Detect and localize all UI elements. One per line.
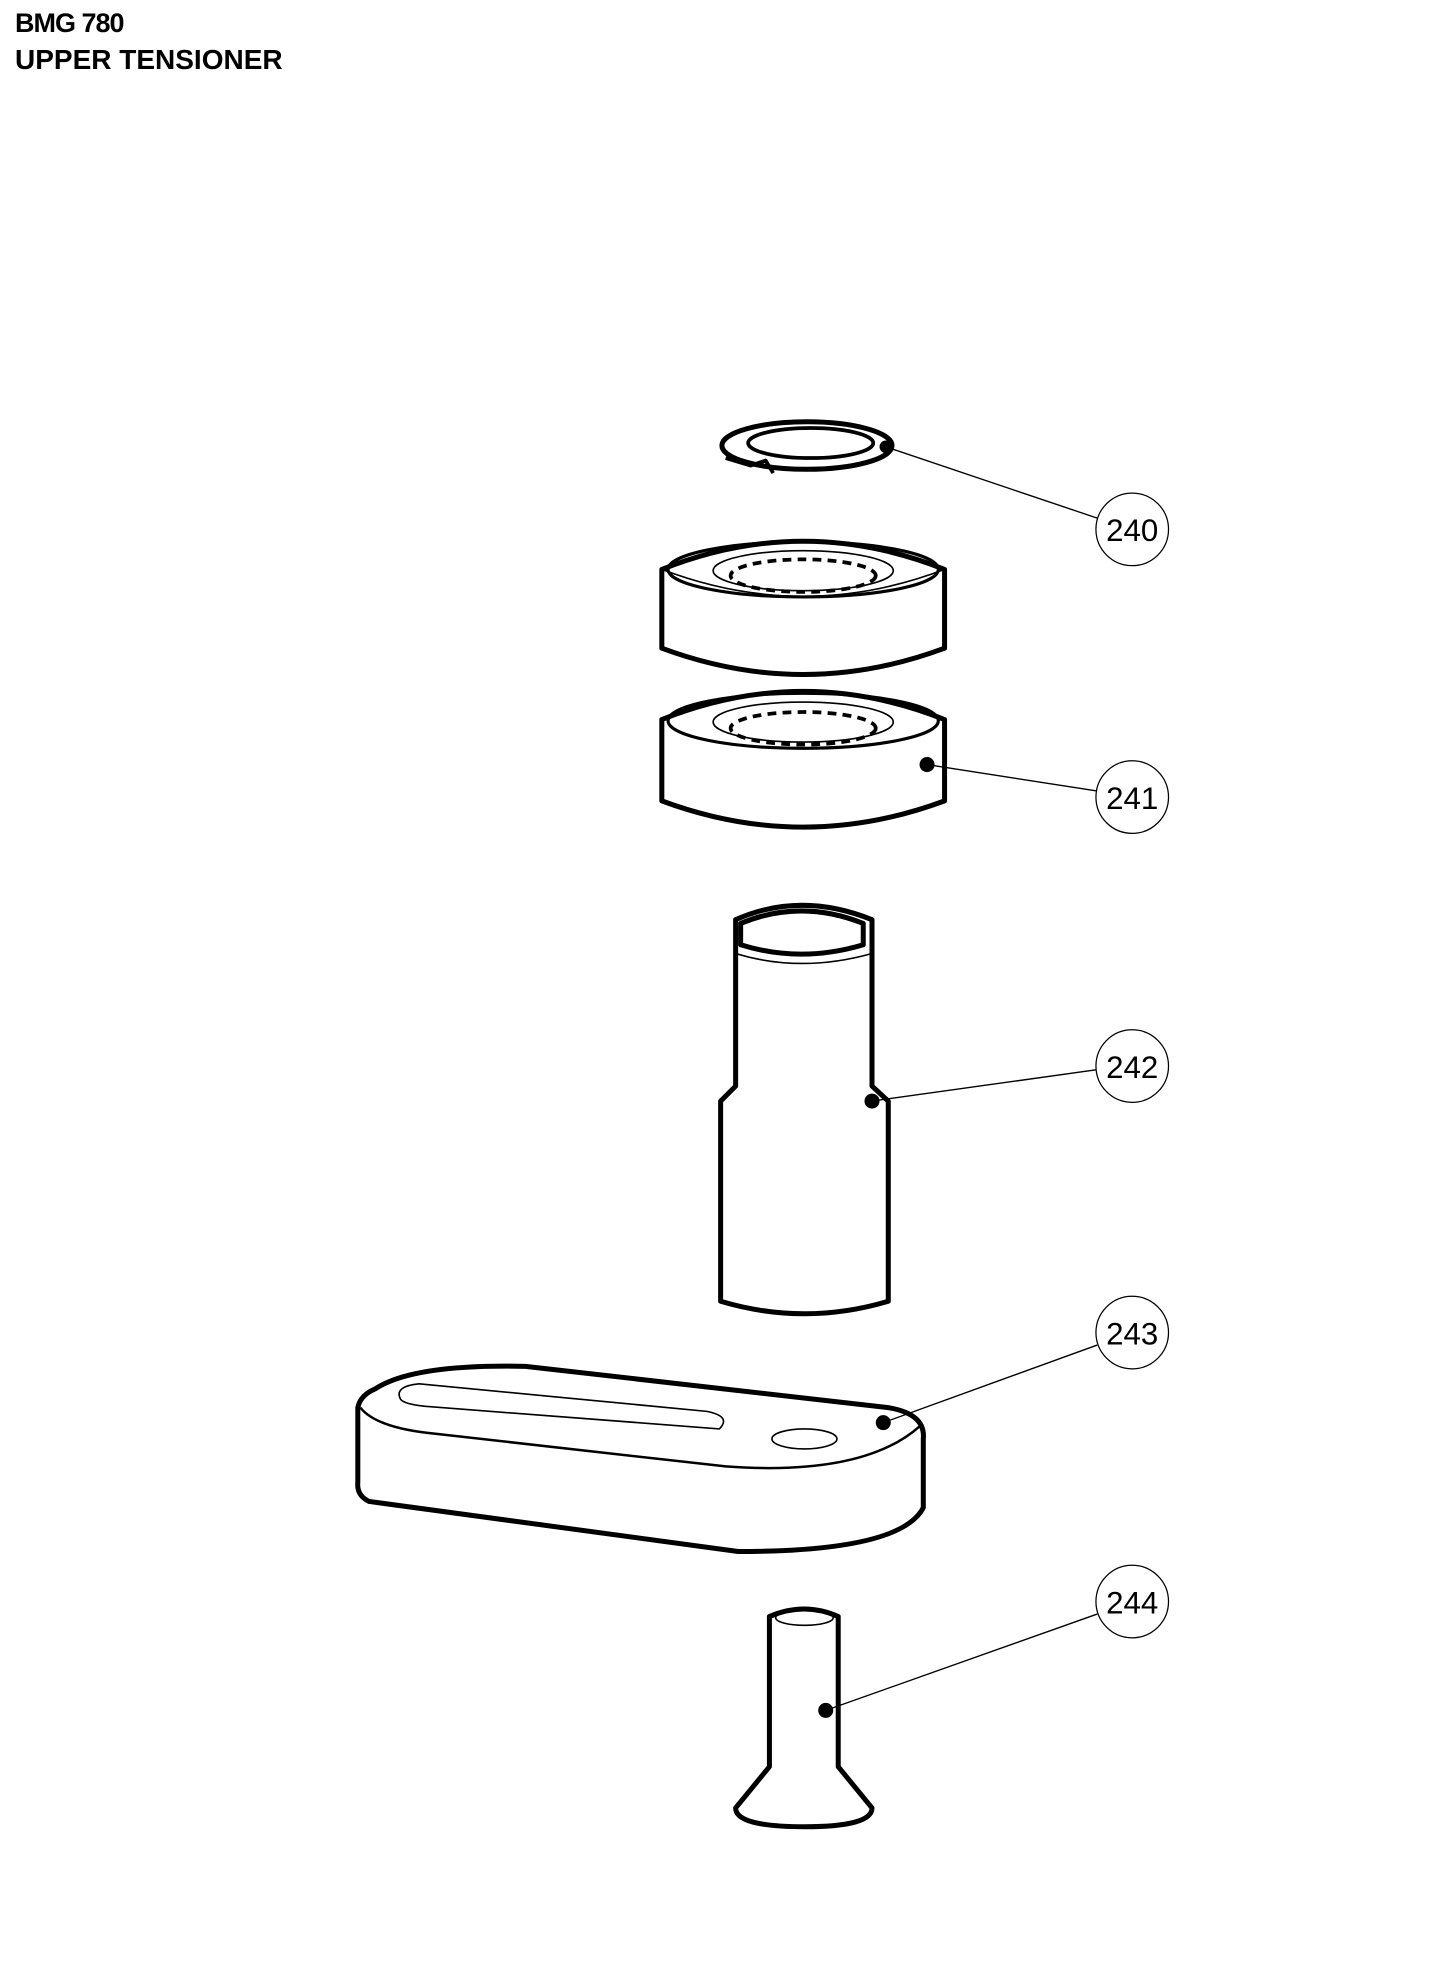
page-title: UPPER TENSIONER	[15, 44, 283, 75]
model-label: BMG 780	[15, 8, 125, 38]
part-tensioner-plate	[355, 1363, 926, 1554]
callout-label: 244	[1106, 1585, 1158, 1620]
callout-label: 243	[1106, 1316, 1158, 1351]
part-retaining-ring	[719, 419, 895, 475]
part-bearing-upper	[659, 538, 948, 677]
callout-label: 241	[1106, 781, 1158, 816]
part-countersunk-screw	[733, 1606, 875, 1830]
callout-241: 241	[926, 760, 1170, 834]
callout-244: 244	[825, 1564, 1170, 1712]
callout-240: 240	[885, 446, 1170, 567]
callout-label: 240	[1106, 513, 1158, 548]
part-bearing-lower	[659, 688, 948, 830]
callout-243: 243	[883, 1295, 1170, 1424]
callout-242: 242	[871, 1029, 1170, 1103]
part-pin-shaft	[718, 902, 891, 1317]
callout-label: 242	[1106, 1050, 1158, 1085]
